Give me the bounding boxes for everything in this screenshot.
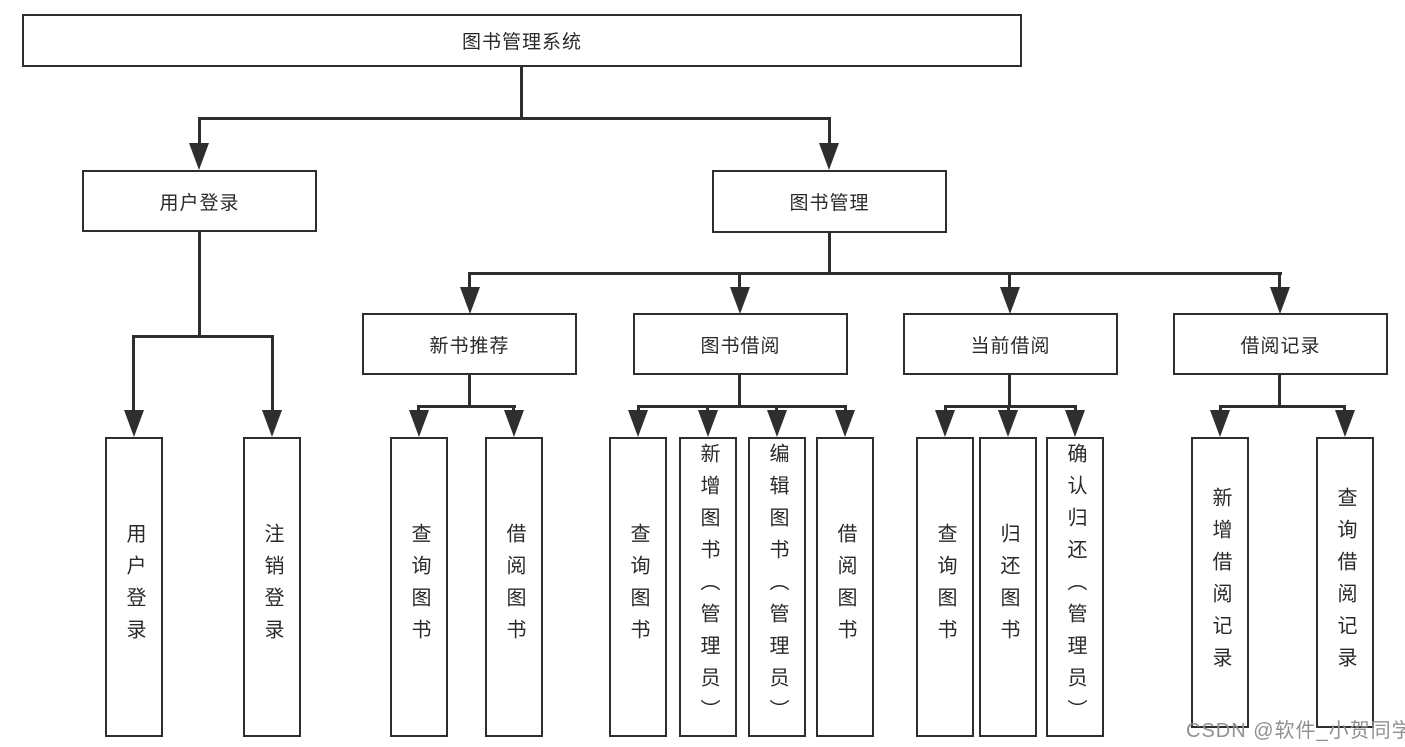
leaf-label: 注销登录	[261, 523, 283, 651]
node-leaf-logout: 注销登录	[243, 437, 301, 737]
node-book-borrow: 图书借阅	[633, 313, 848, 375]
connector-leaf-drop	[1343, 405, 1346, 414]
connector-level3-drop	[468, 272, 471, 290]
connector-user-login-branch	[132, 335, 273, 338]
connector-level3-drop	[738, 272, 741, 290]
connector-leaf-drop	[1074, 405, 1077, 414]
node-leaf-query-borrow-record: 查询借阅记录	[1316, 437, 1374, 728]
node-book-borrow-label: 图书借阅	[700, 335, 781, 357]
arrow-down-icon	[730, 287, 750, 314]
arrow-down-icon	[262, 410, 282, 437]
node-leaf-query-books-borrow: 查询图书	[609, 437, 667, 737]
node-leaf-borrow-books-recommend: 借阅图书	[485, 437, 543, 737]
node-borrow-records: 借阅记录	[1173, 313, 1388, 375]
arrow-down-icon	[1065, 410, 1085, 437]
connector-level2-branch	[198, 117, 831, 120]
connector-leaf-drop	[512, 405, 515, 414]
node-book-management: 图书管理	[712, 170, 947, 233]
node-book-management-label: 图书管理	[789, 193, 870, 214]
arrow-down-icon	[767, 410, 787, 437]
connector-leaf-drop	[132, 335, 135, 413]
arrow-down-icon	[698, 410, 718, 437]
leaf-label: 用户登录	[123, 523, 145, 651]
arrow-down-icon	[460, 287, 480, 314]
connector-leaf-drop	[637, 405, 640, 414]
arrow-down-icon	[124, 410, 144, 437]
node-leaf-query-books-current: 查询图书	[916, 437, 974, 737]
arrow-down-icon	[835, 410, 855, 437]
node-leaf-borrow-books: 借阅图书	[816, 437, 874, 737]
arrow-down-icon	[628, 410, 648, 437]
connector-borrow-stem	[738, 375, 741, 408]
connector-book-mgmt-drop	[828, 117, 831, 147]
leaf-label: 借阅图书	[834, 523, 856, 651]
node-leaf-add-books-admin: 新增图书（管理员）	[679, 437, 737, 737]
csdn-watermark: CSDN @软件_小贺同学	[1186, 720, 1405, 742]
arrow-down-icon	[998, 410, 1018, 437]
connector-user-login-drop	[198, 117, 201, 147]
node-borrow-records-label: 借阅记录	[1240, 335, 1321, 357]
leaf-label: 查询借阅记录	[1334, 486, 1356, 679]
connector-level3-branch	[468, 272, 1282, 275]
node-new-book-recommend: 新书推荐	[362, 313, 577, 375]
leaf-label: 新增图书（管理员）	[697, 443, 719, 731]
connector-current-branch	[944, 405, 1077, 408]
connector-recommend-stem	[468, 375, 471, 408]
connector-level3-drop	[1278, 272, 1281, 290]
connector-user-login-stem	[198, 232, 201, 337]
connector-level3-drop	[1008, 272, 1011, 290]
leaf-label: 确认归还（管理员）	[1064, 443, 1086, 731]
leaf-label: 归还图书	[997, 523, 1019, 651]
node-current-borrow-label: 当前借阅	[970, 335, 1051, 357]
node-new-book-recommend-label: 新书推荐	[429, 335, 510, 357]
node-leaf-user-login: 用户登录	[105, 437, 163, 737]
leaf-label: 查询图书	[934, 523, 956, 651]
connector-leaf-drop	[844, 405, 847, 414]
connector-records-stem	[1278, 375, 1281, 408]
connector-leaf-drop	[1007, 405, 1010, 414]
node-leaf-return-books: 归还图书	[979, 437, 1037, 737]
connector-root-stem	[520, 66, 523, 119]
arrow-down-icon	[1335, 410, 1355, 437]
arrow-down-icon	[1000, 287, 1020, 314]
connector-leaf-drop	[1219, 405, 1222, 414]
arrow-down-icon	[935, 410, 955, 437]
connector-leaf-drop	[417, 405, 420, 414]
node-leaf-confirm-return-admin: 确认归还（管理员）	[1046, 437, 1104, 737]
node-user-login-label: 用户登录	[159, 192, 240, 214]
arrow-down-icon	[504, 410, 524, 437]
arrow-down-icon	[189, 143, 209, 170]
leaf-label: 查询图书	[408, 523, 430, 651]
arrow-down-icon	[1210, 410, 1230, 437]
connector-current-stem	[1008, 375, 1011, 408]
leaf-label: 新增借阅记录	[1209, 486, 1231, 679]
leaf-label: 编辑图书（管理员）	[766, 443, 788, 731]
connector-book-mgmt-stem	[828, 233, 831, 275]
connector-leaf-drop	[706, 405, 709, 414]
connector-leaf-drop	[775, 405, 778, 414]
connector-borrow-branch	[637, 405, 847, 408]
connector-records-branch	[1219, 405, 1346, 408]
arrow-down-icon	[819, 143, 839, 170]
connector-recommend-branch	[417, 405, 516, 408]
connector-leaf-drop	[944, 405, 947, 414]
node-leaf-query-books-recommend: 查询图书	[390, 437, 448, 737]
arrow-down-icon	[409, 410, 429, 437]
node-leaf-edit-books-admin: 编辑图书（管理员）	[748, 437, 806, 737]
connector-leaf-drop	[271, 335, 274, 413]
node-leaf-add-borrow-record: 新增借阅记录	[1191, 437, 1249, 728]
node-current-borrow: 当前借阅	[903, 313, 1118, 375]
arrow-down-icon	[1270, 287, 1290, 314]
node-root-system: 图书管理系统	[22, 14, 1022, 67]
leaf-label: 借阅图书	[503, 523, 525, 651]
node-root-label: 图书管理系统	[461, 32, 582, 53]
node-user-login: 用户登录	[82, 170, 317, 232]
leaf-label: 查询图书	[627, 523, 649, 651]
